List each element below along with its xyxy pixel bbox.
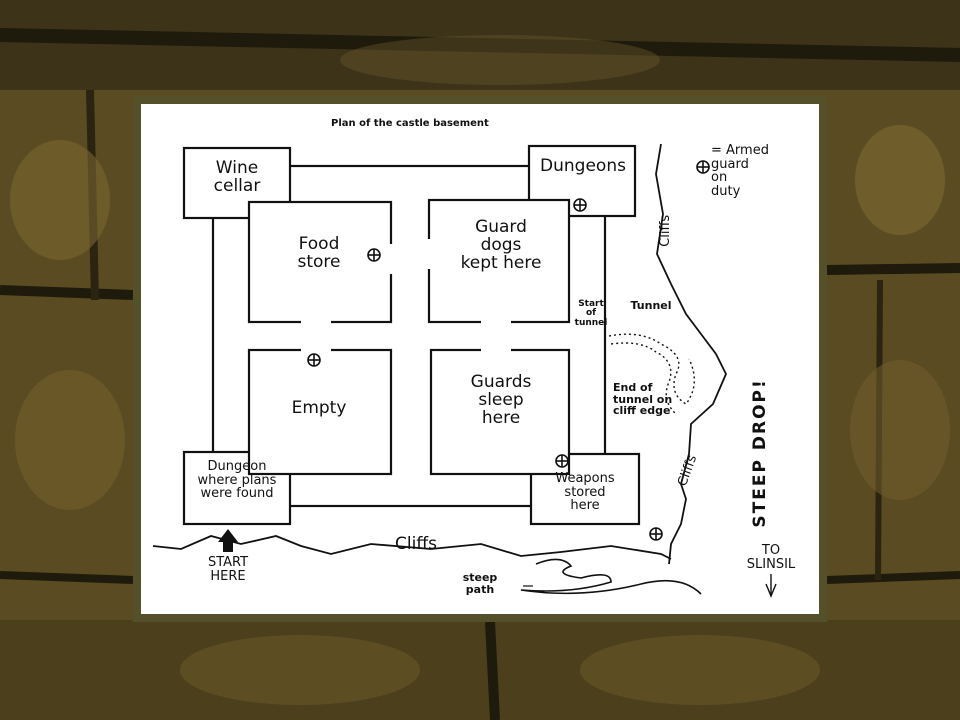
empty-label: Empty (291, 398, 347, 418)
start-of-tunnel-label: Start of tunnel (574, 299, 608, 328)
guard-icon (555, 454, 569, 468)
steep-path (520, 558, 702, 595)
legend-guard-icon (696, 160, 710, 174)
dungeon-plans-label: Dungeon where plans were found (197, 459, 277, 502)
guard-dogs-room (427, 198, 571, 324)
weapons-label: Weapons stored here (555, 471, 615, 514)
steep-drop-label: STEEP DROP! (750, 378, 771, 528)
guards-sleep-label: Guards sleep here (470, 372, 532, 428)
steep-path-label: steep path (462, 571, 498, 596)
tunnel-path (608, 333, 695, 405)
legend-text: = Armed guard on duty (711, 143, 769, 199)
guard-icon (367, 248, 381, 262)
start-arrow-icon (218, 529, 238, 552)
start-here-label: START HERE (207, 555, 249, 584)
outer-corridor (211, 164, 607, 508)
to-slinsil-label: TO SLINSIL (746, 543, 796, 572)
guard-icon (649, 527, 663, 541)
cliffs-label-bottom: Cliffs (395, 534, 437, 554)
map-drawing (152, 143, 777, 598)
food-store-room (247, 200, 393, 324)
guard-icon (307, 353, 321, 367)
end-of-tunnel-label: End of tunnel on cliff edge (613, 381, 673, 418)
empty-room (247, 348, 393, 476)
dungeons-label: Dungeons (540, 156, 626, 176)
armed-guard-markers (307, 160, 710, 541)
food-store-label: Food store (297, 234, 341, 272)
map-title: Plan of the castle basement (331, 118, 489, 129)
guards-sleep-room (429, 348, 571, 476)
wine-cellar-label: Wine cellar (213, 158, 261, 196)
guard-dogs-label: Guard dogs kept here (460, 217, 542, 273)
castle-plan-map: Plan of the castle basement Wine cellar … (141, 104, 819, 614)
guard-icon (573, 198, 587, 212)
cliffs-label-top: Cliffs (658, 214, 674, 247)
tunnel-label: Tunnel (630, 299, 672, 312)
cliff-line-right (655, 143, 727, 565)
